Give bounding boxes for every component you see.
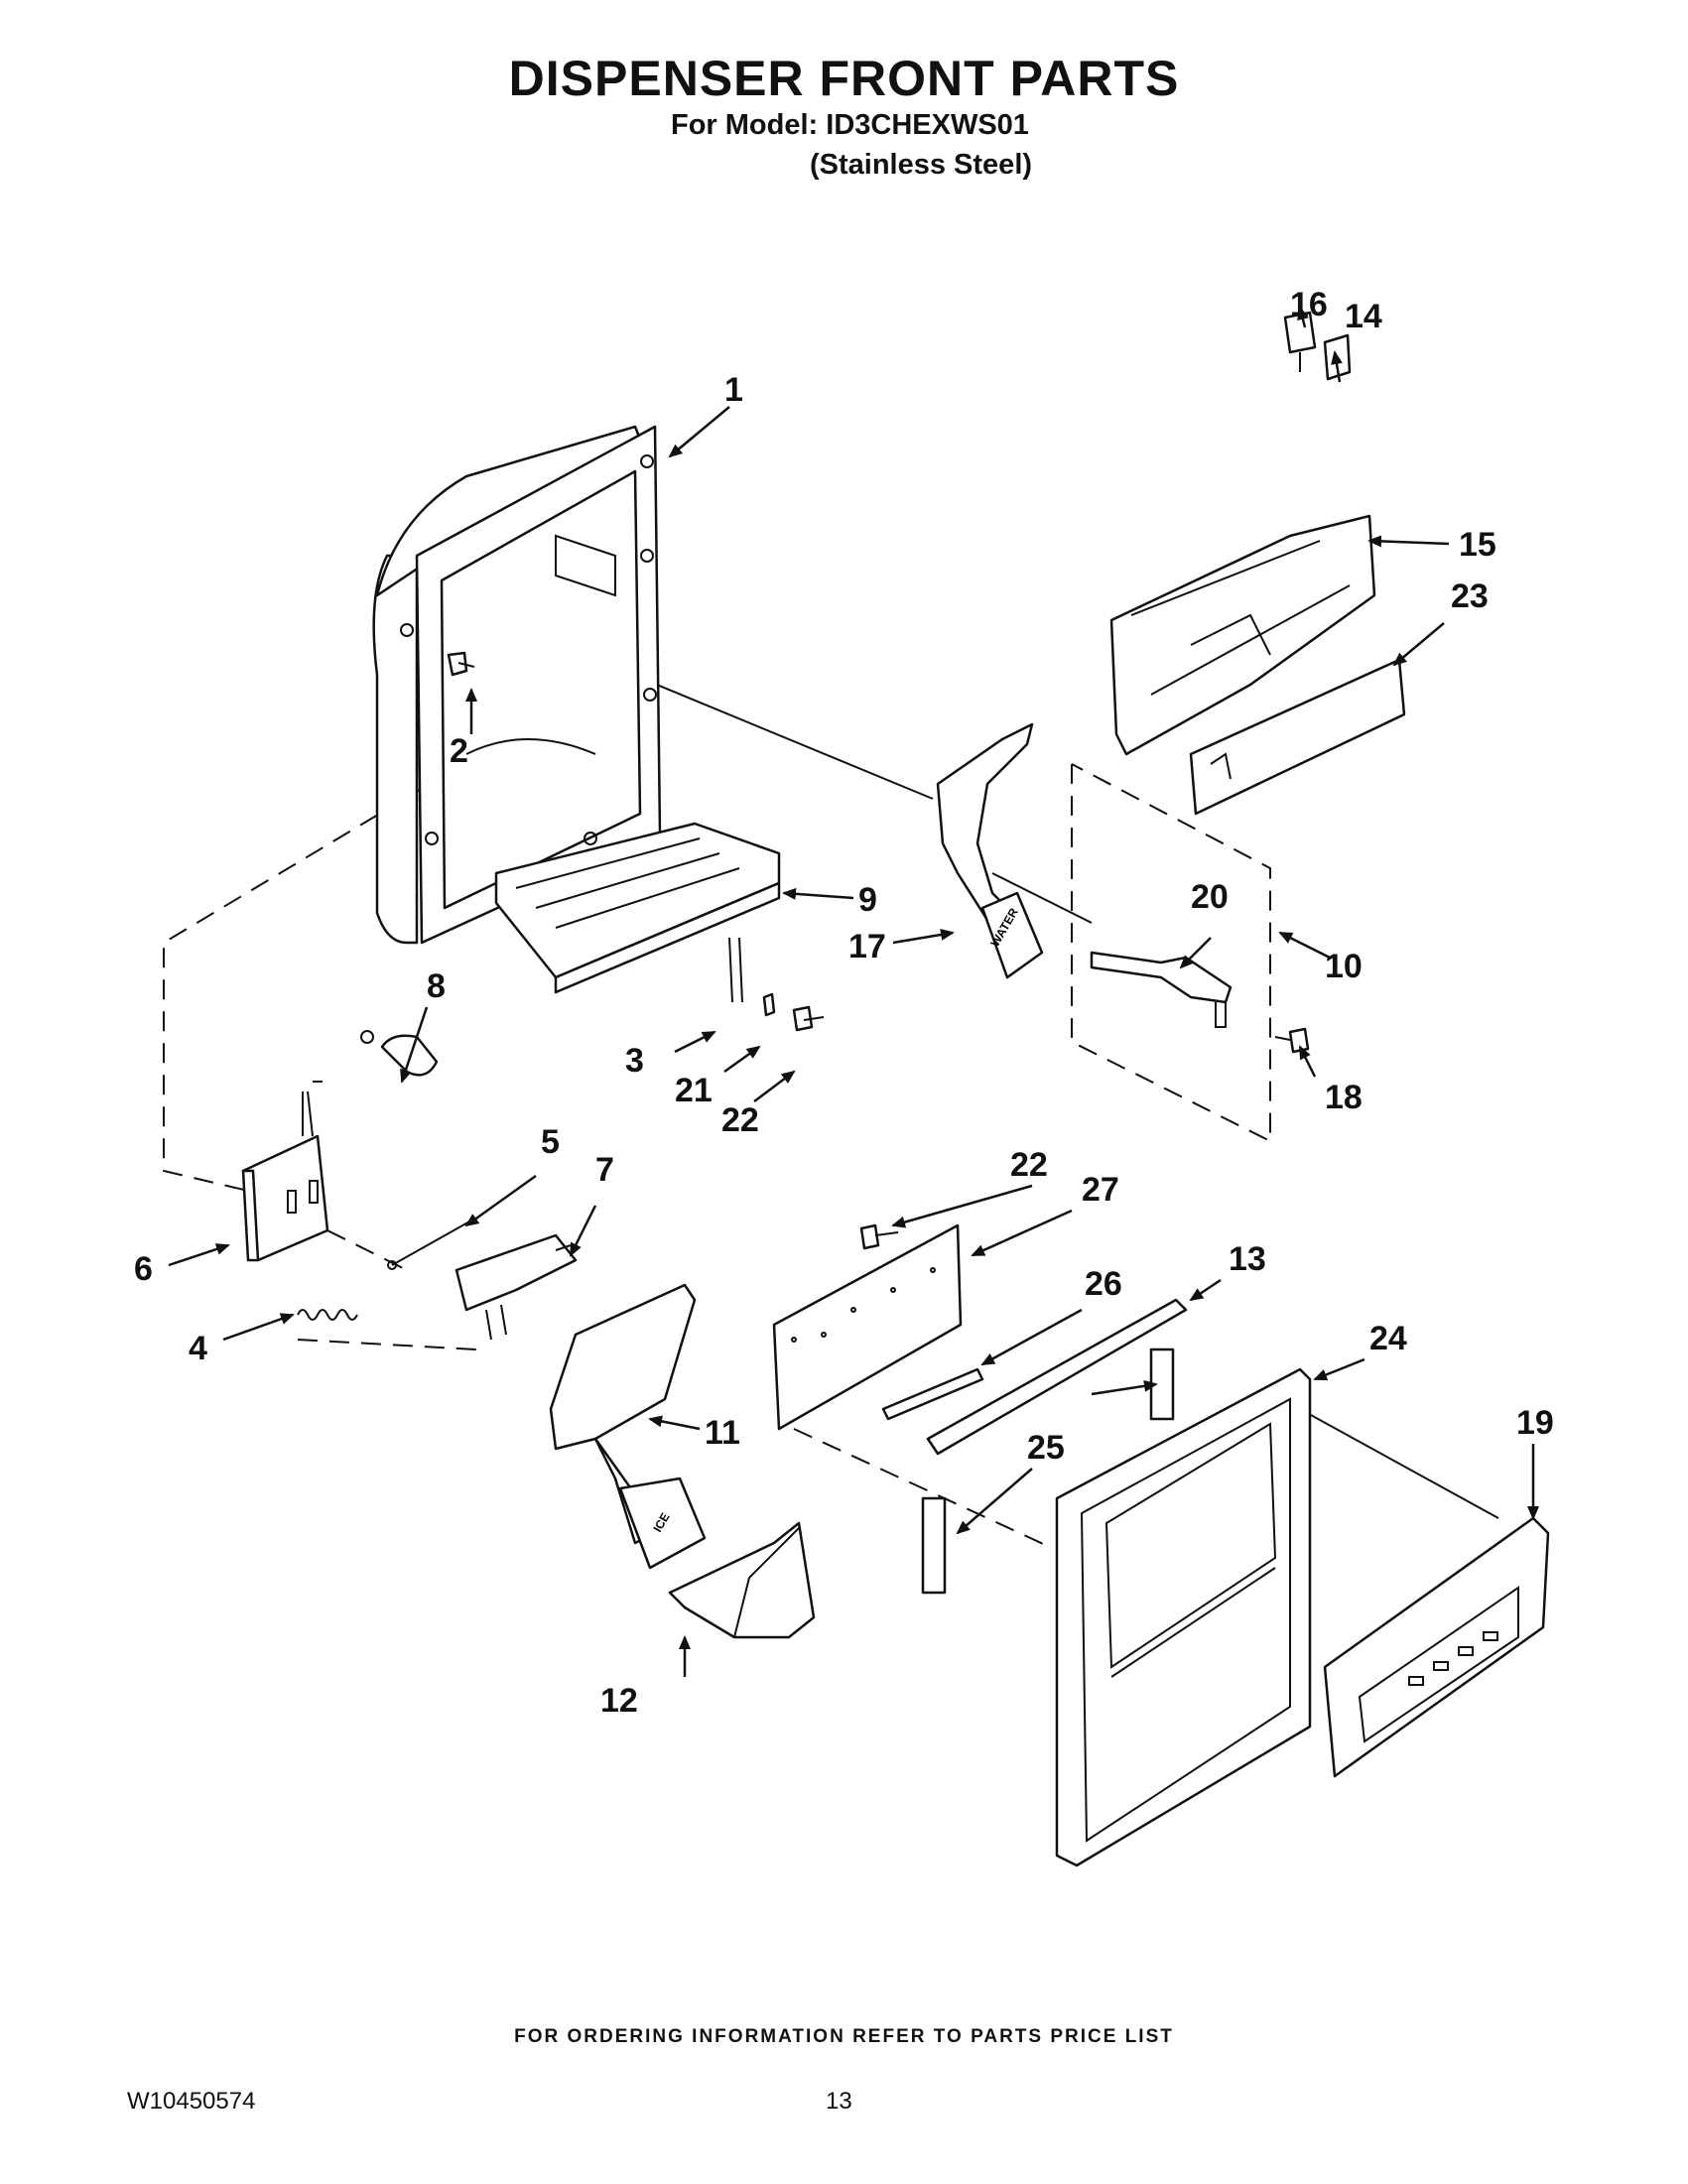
callout-23: 23 <box>1451 578 1489 615</box>
circuit-strip-23 <box>1189 658 1406 816</box>
control-housing <box>1109 514 1376 756</box>
callout-24: 24 <box>1369 1320 1407 1357</box>
dispenser-housing <box>372 425 662 945</box>
callout-19: 19 <box>1516 1404 1554 1442</box>
finish-line: (Stainless Steel) <box>810 149 1033 181</box>
screw-18 <box>1274 1027 1310 1054</box>
water-nozzle <box>1090 951 1233 1028</box>
actuator-6 <box>241 1081 329 1262</box>
clip-3 <box>728 937 743 1003</box>
leader-arrows <box>168 306 1539 1677</box>
ice-lever: ICE <box>549 1283 707 1570</box>
front-frame-24 <box>1055 1367 1312 1867</box>
bar-13 <box>926 1298 1188 1456</box>
callout-26: 26 <box>1085 1265 1122 1303</box>
screw-22a <box>792 1005 825 1032</box>
drip-tray <box>494 822 781 994</box>
callout-4: 4 <box>189 1330 207 1367</box>
ordering-note: FOR ORDERING INFORMATION REFER TO PARTS … <box>514 2026 1174 2047</box>
callout-13: 13 <box>1229 1240 1266 1278</box>
callout-1: 1 <box>724 371 743 409</box>
screw-22b <box>859 1223 899 1250</box>
callout-7: 7 <box>595 1151 614 1189</box>
callout-27: 27 <box>1082 1171 1119 1209</box>
callout-15: 15 <box>1459 526 1496 564</box>
callout-18: 18 <box>1325 1079 1363 1116</box>
callout-2: 2 <box>450 732 468 770</box>
callout-3: 3 <box>625 1042 644 1080</box>
callout-5: 5 <box>541 1123 560 1161</box>
page-number: 13 <box>826 2088 852 2115</box>
water-lever: WATER <box>936 722 1044 979</box>
callout-12: 12 <box>600 1682 638 1720</box>
callout-10: 10 <box>1325 948 1363 985</box>
block-25b <box>921 1496 947 1595</box>
screw-2 <box>447 651 475 677</box>
callout-25: 25 <box>1027 1429 1065 1467</box>
callout-17: 17 <box>848 928 886 965</box>
callout-20: 20 <box>1191 878 1229 916</box>
pin-5 <box>387 1220 472 1270</box>
callout-16: 16 <box>1290 286 1328 323</box>
ice-chute-12 <box>668 1521 816 1639</box>
spring-4 <box>297 1309 358 1321</box>
callout-numbers: 1 2 3 4 5 6 7 8 9 10 11 12 13 14 15 16 1… <box>134 286 1554 1720</box>
button-strip-26 <box>881 1367 984 1421</box>
bracket-7 <box>454 1233 578 1341</box>
callout-22a: 22 <box>721 1101 759 1139</box>
callout-9: 9 <box>858 881 877 919</box>
panel-19 <box>1323 1516 1550 1778</box>
callout-14: 14 <box>1345 298 1382 335</box>
solenoid-8 <box>360 1030 439 1077</box>
page-title: DISPENSER FRONT PARTS <box>508 51 1180 106</box>
model-line: For Model: ID3CHEXWS01 <box>671 109 1029 141</box>
callout-22b: 22 <box>1010 1146 1048 1184</box>
callout-21: 21 <box>675 1072 713 1109</box>
callout-11: 11 <box>705 1414 740 1452</box>
document-number: W10450574 <box>127 2088 256 2115</box>
pad-21 <box>762 992 776 1017</box>
callout-6: 6 <box>134 1250 153 1288</box>
circuit-board-27 <box>772 1223 963 1431</box>
callout-8: 8 <box>427 967 446 1005</box>
